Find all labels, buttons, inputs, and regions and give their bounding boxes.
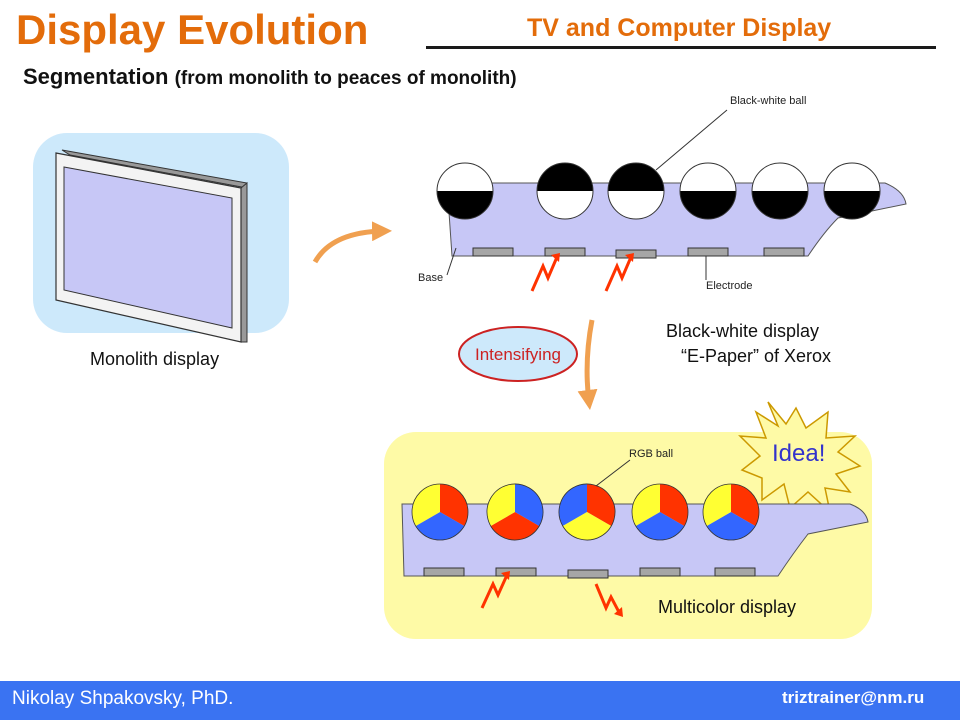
bw-ball [436,162,494,220]
rgb-electrode [639,567,681,577]
footer-author: Nikolay Shpakovsky, PhD. [12,688,234,709]
rgb-ball-callout-line [595,459,631,487]
lightning-icon [594,583,622,615]
bw-caption-line2: “E-Paper” of Xerox [681,346,832,366]
monolith-display-icon [55,149,248,343]
idea-label: Idea! [772,440,826,467]
lightning-icon [530,256,559,292]
rgb-ball-label: RGB ball [629,448,674,460]
rgb-electrode [423,567,465,577]
bw-electrode [687,247,729,257]
multicolor-caption: Multicolor display [658,597,797,617]
curved-arrow-right [312,221,392,264]
base-callout-line [446,247,457,276]
rgb-ball [558,483,616,541]
intensifying-label: Intensifying [475,345,561,364]
rgb-electrode [495,567,537,577]
intensifying-ellipse [458,326,578,382]
bw-electrode [763,247,805,257]
lightning-icon-tip [625,253,634,262]
base-label: Base [418,272,444,284]
page-subtitle: TV and Computer Display [527,14,832,42]
page-title: Display Evolution [16,6,369,53]
bw-ball-callout-line [655,109,728,171]
footer-bar [0,681,960,720]
bw-ball [607,162,665,220]
lightning-icon-tip [501,571,510,580]
rgb-ball [631,483,689,541]
bw-electrode [615,249,657,259]
lightning-icon-tip [551,253,560,262]
rgb-electrode [567,569,609,579]
bw-ball-label: Black-white ball [730,95,807,107]
monolith-label: Monolith display [90,349,220,369]
section-heading-paren: (from monolith to peaces of monolith) [174,68,517,89]
bw-electrode [544,247,586,257]
lightning-icon [604,256,633,292]
title-rule [426,46,936,49]
rgb-ball [702,483,760,541]
section-heading-main: Segmentation [23,64,169,89]
rgb-electrode [714,567,756,577]
section-heading: Segmentation (from monolith to peaces of… [23,64,517,90]
electrode-label: Electrode [706,280,753,292]
footer-email-link[interactable]: triztrainer@nm.ru [782,688,925,707]
lightning-icon [480,574,509,609]
bw-ball [536,162,594,220]
bw-ball [679,162,737,220]
rgb-ball [486,483,544,541]
rgb-ball [411,483,469,541]
bw-ball [751,162,809,220]
bw-caption-line1: Black-white display [666,321,820,341]
lightning-icon-tip [614,607,623,617]
bw-ball [823,162,881,220]
bw-electrode [472,247,514,257]
down-arrow [577,319,598,410]
